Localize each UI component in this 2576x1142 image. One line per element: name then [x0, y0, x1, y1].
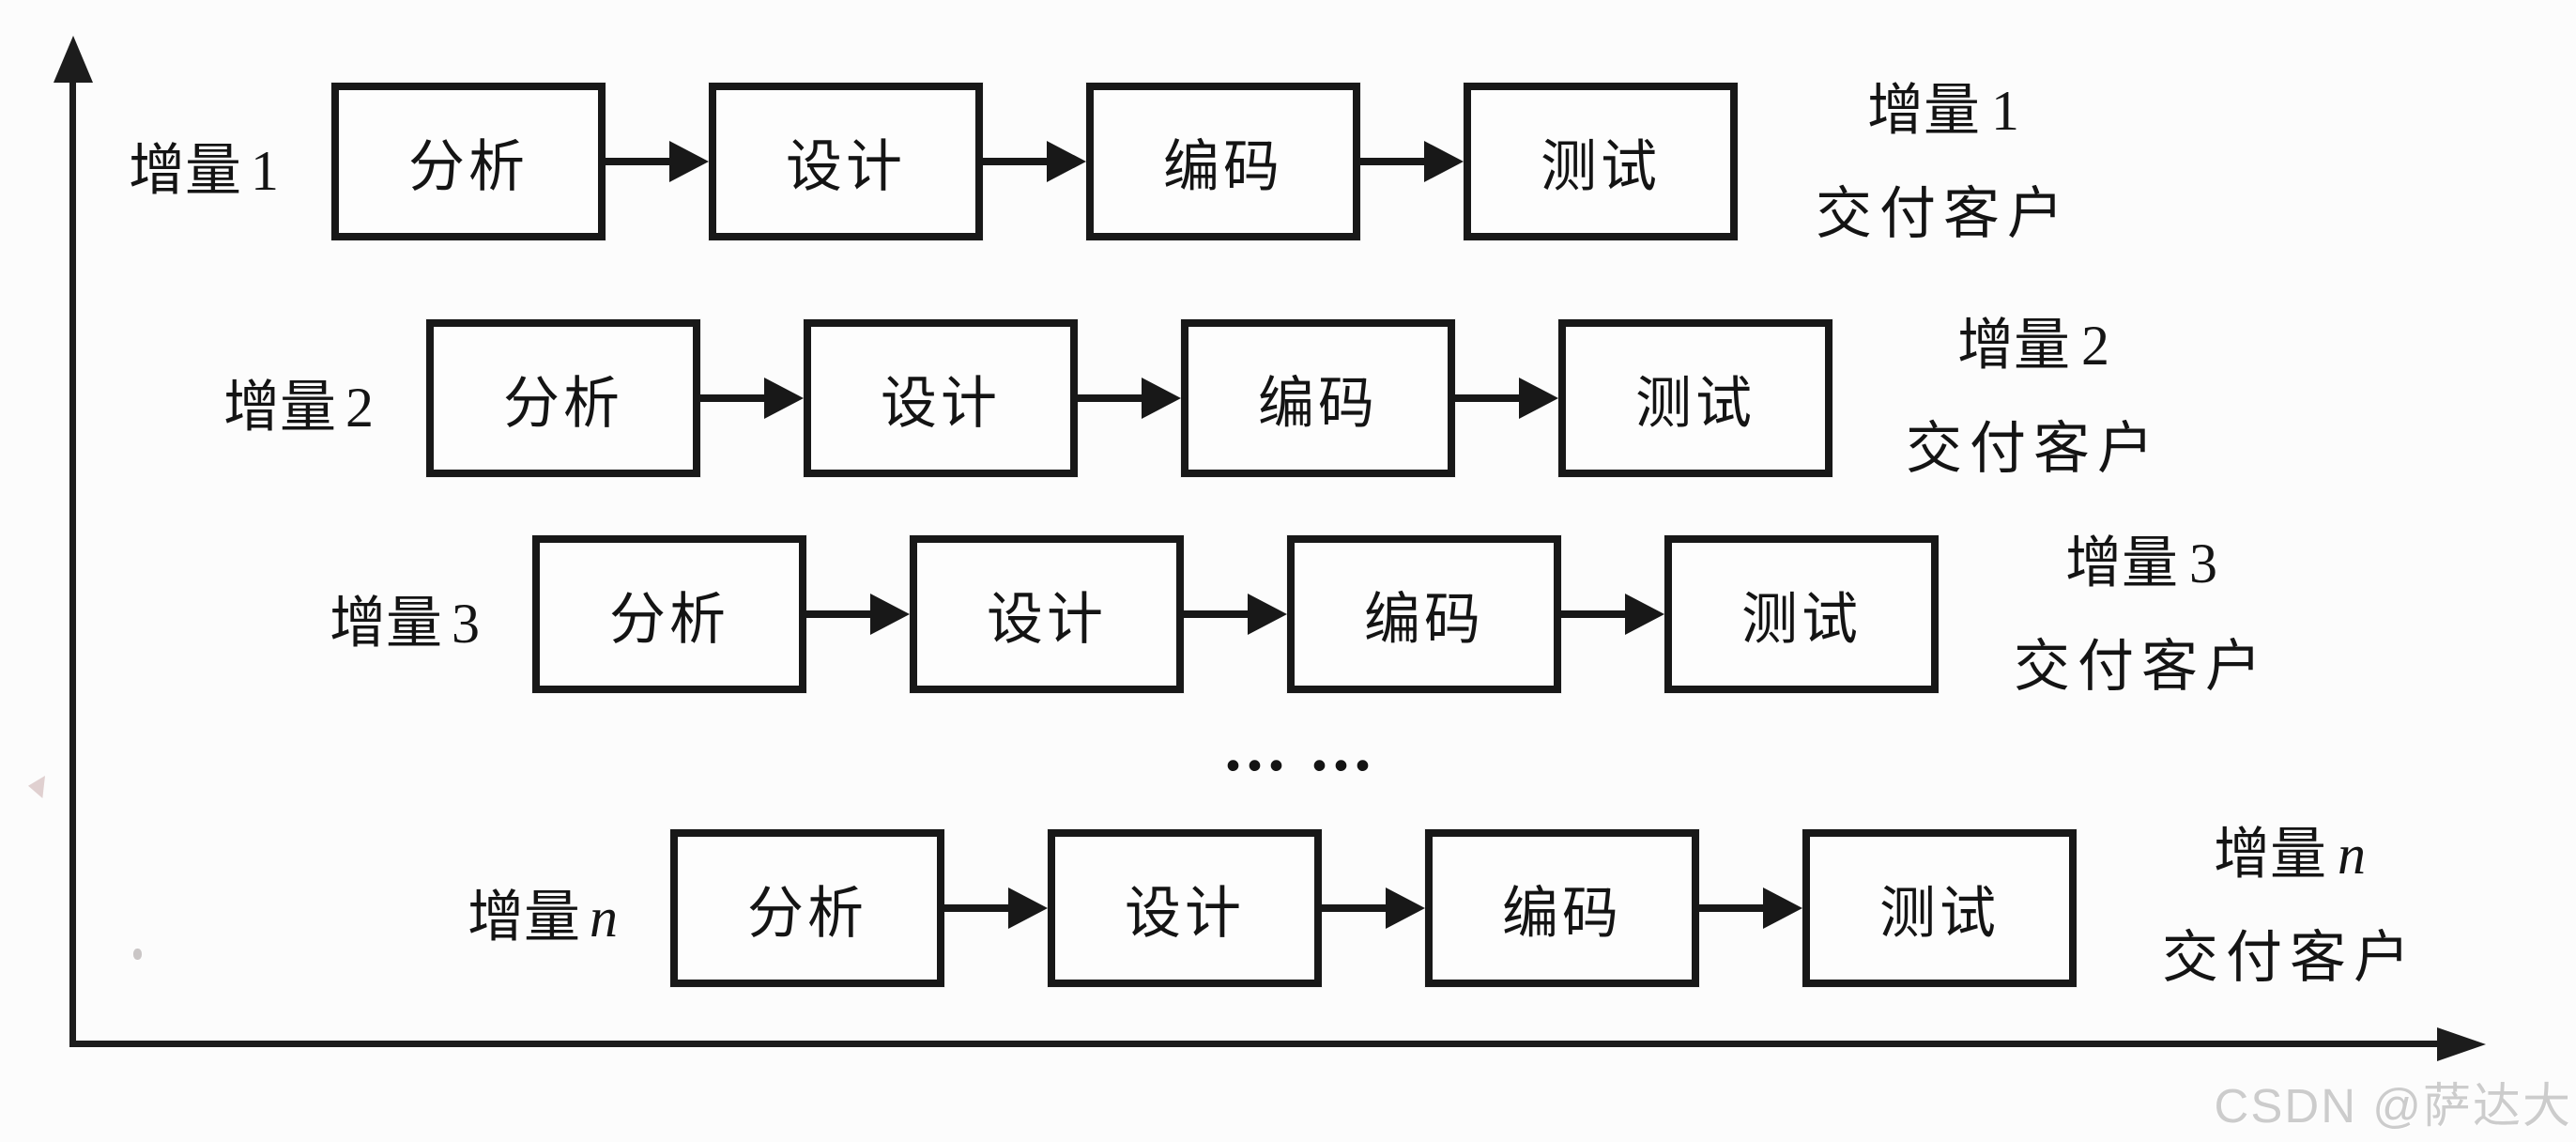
row3-stage-box-testing: 测试 [1664, 535, 1939, 693]
row2-stage-label-analysis: 分析 [503, 372, 623, 435]
row2-stage-label-coding: 编码 [1258, 372, 1378, 435]
row1-stage-label-design: 设计 [786, 135, 906, 198]
row1-stage-label-testing: 测试 [1541, 135, 1661, 198]
rown-stage-box-coding: 编码 [1425, 829, 1699, 987]
row1-left-label-num: 1 [251, 140, 279, 202]
flow-arrow-icon [1184, 594, 1287, 635]
csdn-watermark: CSDN @萨达大 [2214, 1079, 2572, 1133]
flow-arrow-icon [806, 594, 910, 635]
flow-arrow-icon [1360, 141, 1464, 182]
row2-stage-box-analysis: 分析 [426, 319, 700, 477]
row3-stage-box-coding: 编码 [1287, 535, 1561, 693]
rown-stage-box-testing: 测试 [1802, 829, 2077, 987]
scan-artifact [133, 949, 142, 960]
row3-stage-label-design: 设计 [987, 588, 1107, 651]
flow-arrow-icon [1322, 887, 1425, 929]
rown-left-label-prefix: 增量 [468, 887, 580, 949]
row3-left-label-prefix: 增量 [330, 593, 442, 655]
flow-arrow-icon [944, 887, 1048, 929]
row3-left-label-num: 3 [452, 593, 480, 655]
flow-arrow-icon [1699, 887, 1802, 929]
x-axis-line [69, 1041, 2439, 1047]
rown-stage-label-coding: 编码 [1502, 882, 1622, 945]
row2-right-label-line2: 交付客户 [1906, 418, 2161, 480]
rown-stage-label-testing: 测试 [1879, 882, 2000, 945]
flow-arrow-icon [606, 141, 709, 182]
rown-stage-label-design: 设计 [1125, 882, 1245, 945]
row2-left-label-num: 2 [345, 377, 374, 439]
flow-arrow-icon [1078, 378, 1181, 419]
row3-stage-label-testing: 测试 [1741, 588, 1862, 651]
row2-left-label-prefix: 增量 [223, 377, 336, 439]
row3-stage-box-design: 设计 [910, 535, 1184, 693]
row3-stage-box-analysis: 分析 [532, 535, 806, 693]
row3-stage-label-analysis: 分析 [609, 588, 729, 651]
row1-stage-box-testing: 测试 [1464, 83, 1738, 240]
rown-stage-label-analysis: 分析 [747, 882, 867, 945]
row2-stage-label-testing: 测试 [1635, 372, 1756, 435]
rown-left-label-num: n [590, 887, 618, 949]
row1-stage-box-analysis: 分析 [331, 83, 606, 240]
scan-artifact [28, 776, 45, 798]
flow-arrow-icon [1455, 378, 1558, 419]
continuation-dots: ... ... [1224, 710, 1376, 785]
row1-left-label-prefix: 增量 [129, 140, 241, 202]
rown-stage-box-design: 设计 [1048, 829, 1322, 987]
row1-stage-box-coding: 编码 [1086, 83, 1360, 240]
y-axis-line [69, 79, 76, 1047]
row1-stage-label-analysis: 分析 [408, 135, 529, 198]
row3-stage-label-coding: 编码 [1364, 588, 1484, 651]
row2-stage-box-coding: 编码 [1181, 319, 1455, 477]
x-axis-arrowhead-icon [2437, 1027, 2486, 1061]
row1-stage-box-design: 设计 [709, 83, 983, 240]
y-axis-arrowhead-icon [54, 36, 93, 83]
row2-stage-label-design: 设计 [881, 372, 1001, 435]
flow-arrow-icon [1561, 594, 1664, 635]
row1-right-label-line2: 交付客户 [1816, 183, 2071, 245]
row2-stage-box-design: 设计 [804, 319, 1078, 477]
flow-arrow-icon [700, 378, 804, 419]
row2-stage-box-testing: 测试 [1558, 319, 1832, 477]
rown-right-label-line2: 交付客户 [2162, 927, 2417, 989]
rown-stage-box-analysis: 分析 [670, 829, 944, 987]
flow-arrow-icon [983, 141, 1086, 182]
row3-right-label-line2: 交付客户 [2014, 636, 2269, 698]
row1-stage-label-coding: 编码 [1163, 135, 1283, 198]
